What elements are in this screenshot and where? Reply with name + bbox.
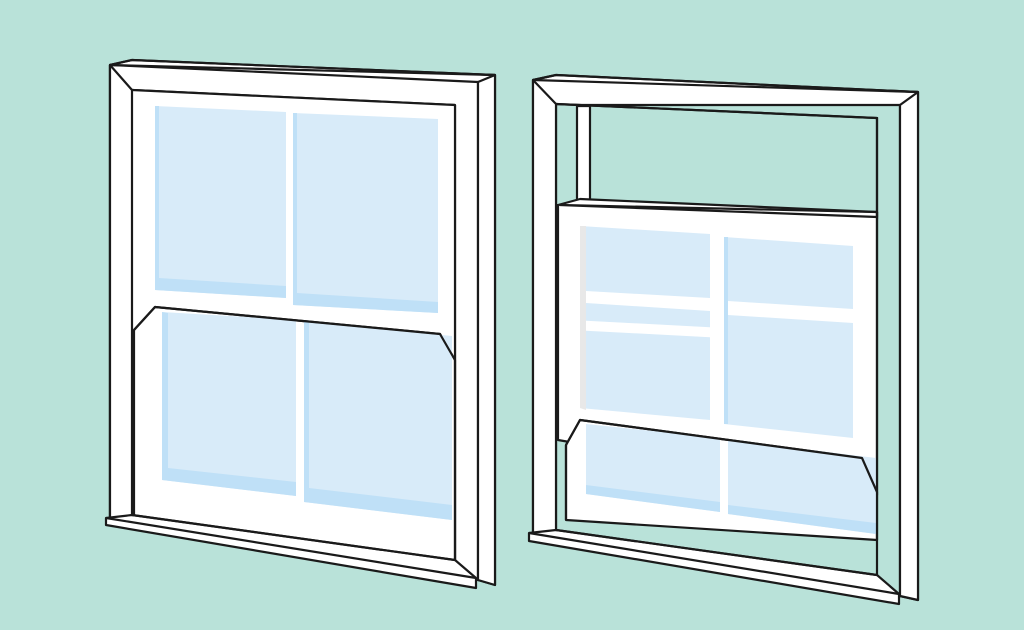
- window-closed: [104, 58, 497, 590]
- window-open: [527, 73, 920, 606]
